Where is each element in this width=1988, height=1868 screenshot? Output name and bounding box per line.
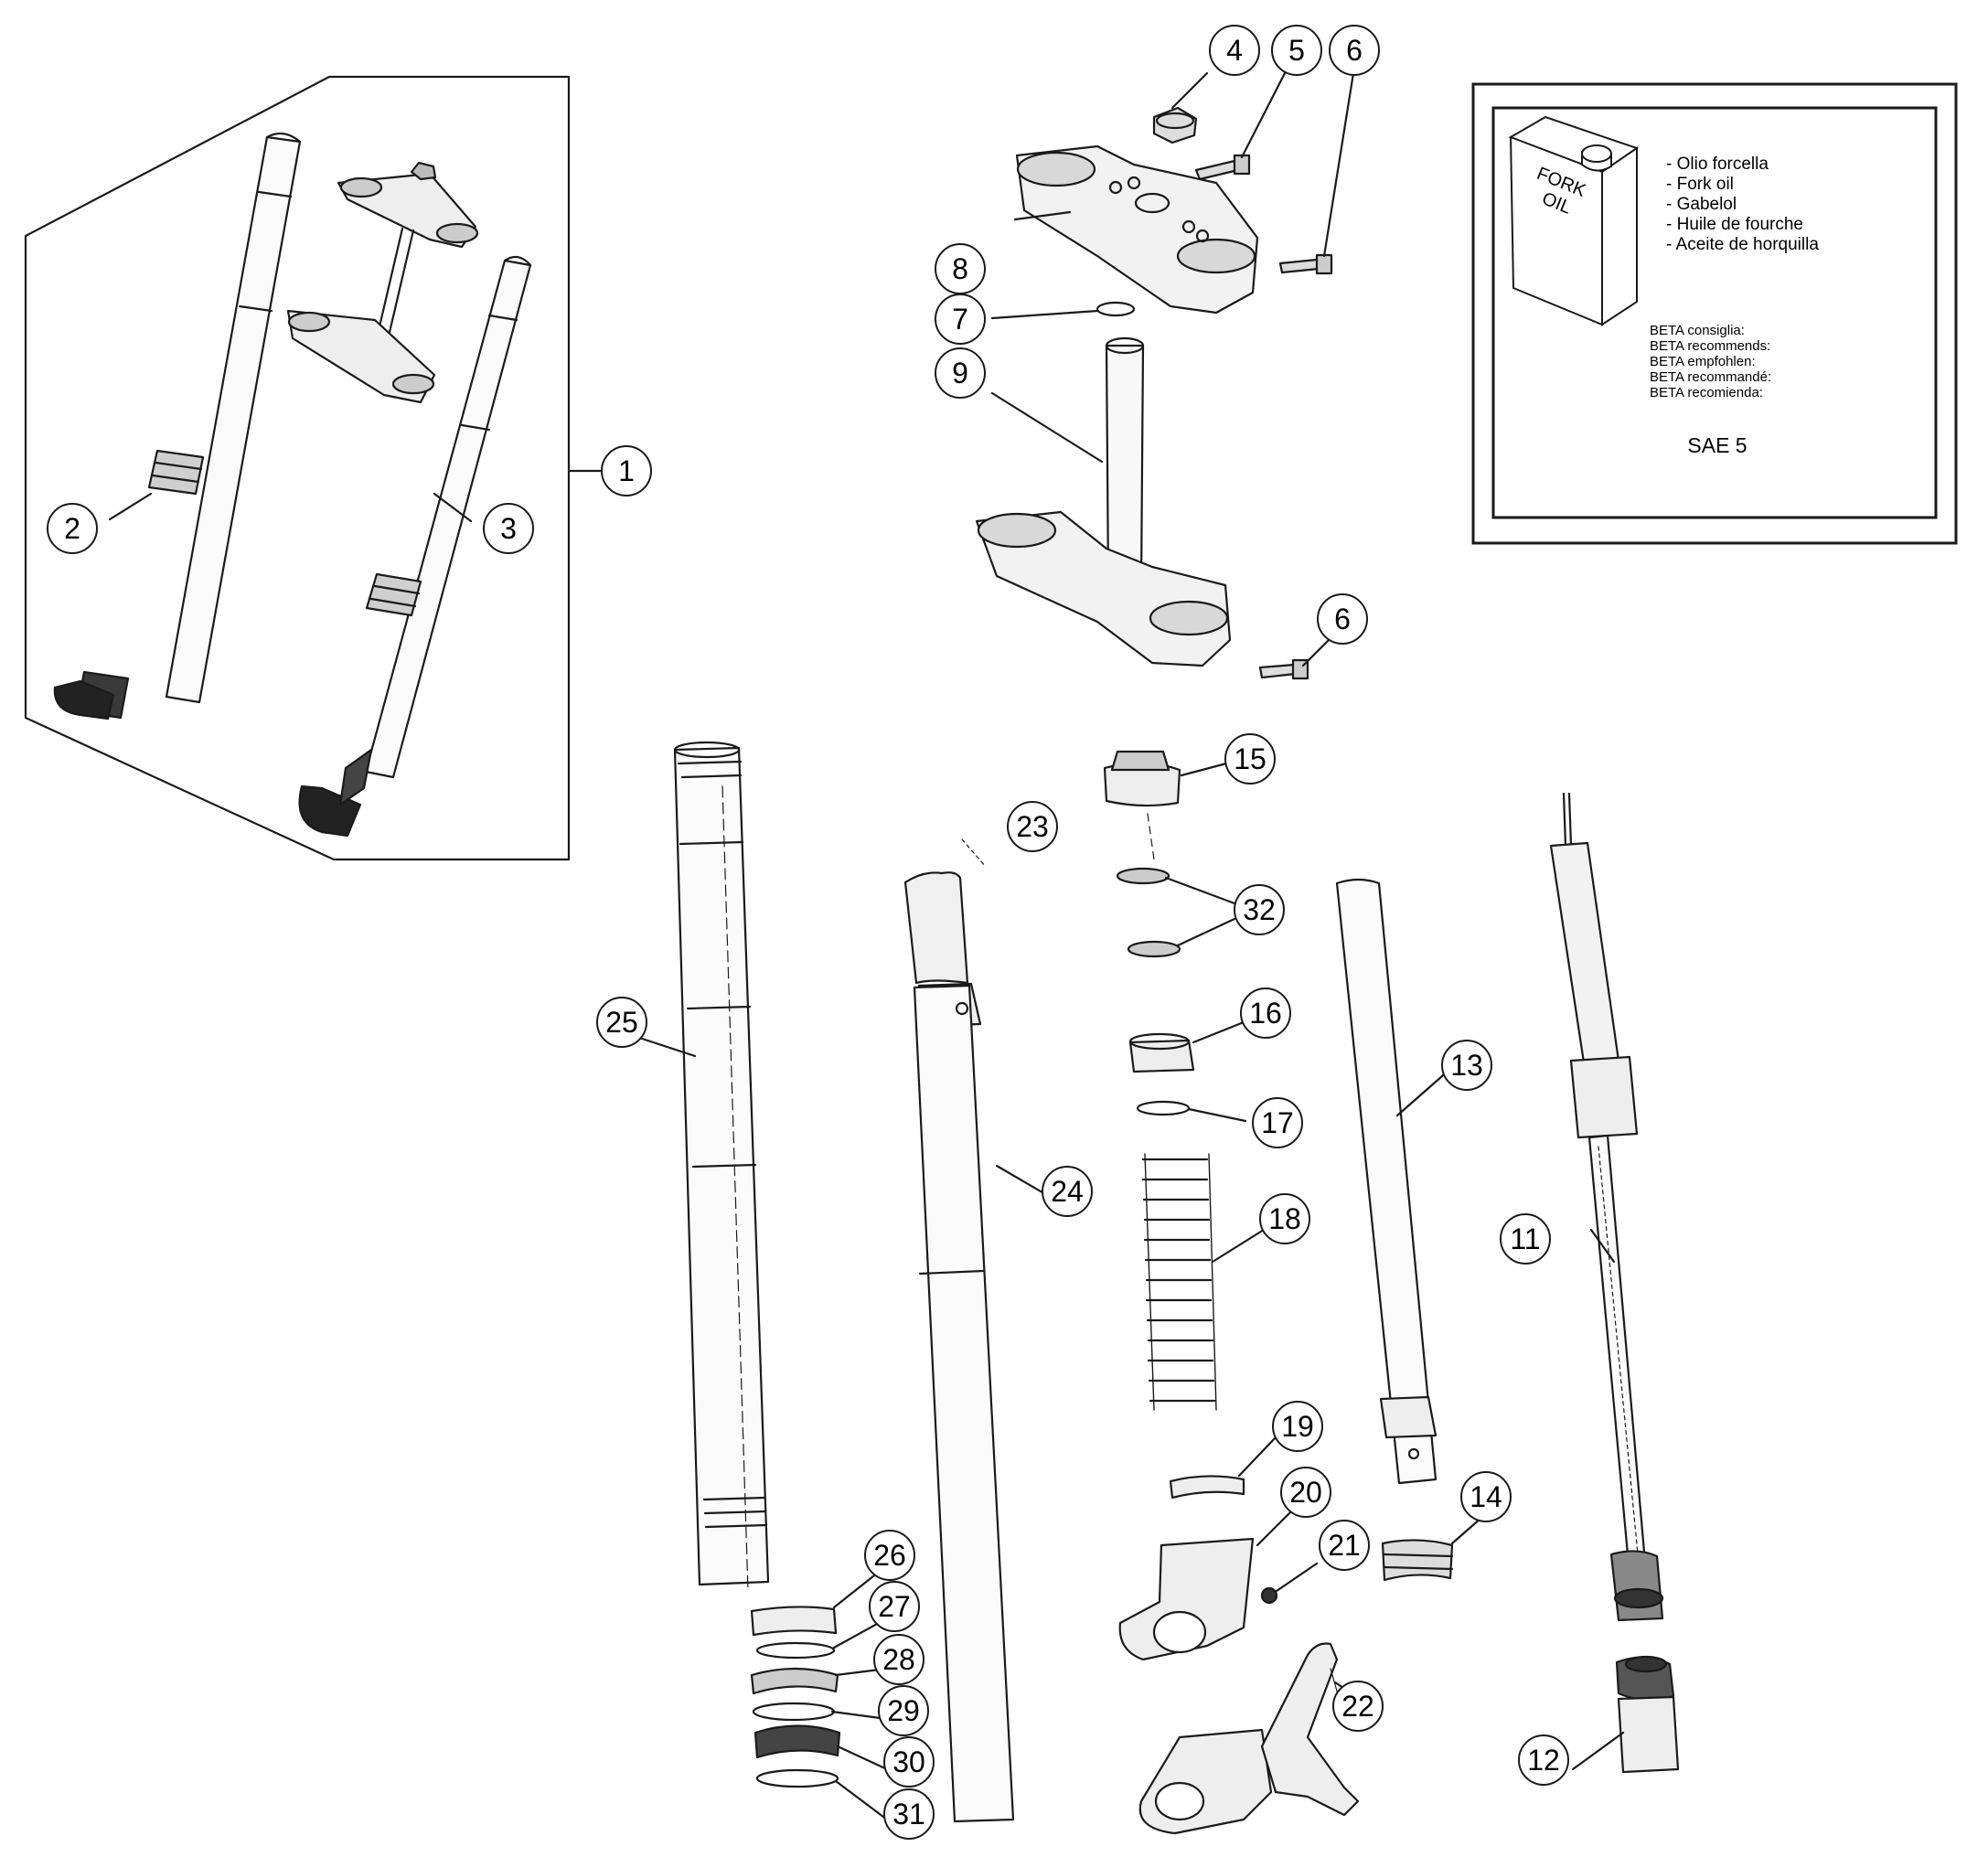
- upper-clamp-parts: [975, 71, 1355, 680]
- seal-stack: [750, 1564, 889, 1821]
- callout-31: 31: [892, 1798, 925, 1831]
- callout-32: 32: [1243, 893, 1276, 926]
- callout-18: 18: [1268, 1202, 1301, 1235]
- callout-4: 4: [1226, 34, 1243, 67]
- callout-21: 21: [1328, 1529, 1361, 1562]
- oil-can-icon: [1508, 115, 1640, 326]
- recommends-fr: BETA recommandé:: [1650, 369, 1771, 385]
- callout-13: 13: [1450, 1049, 1483, 1082]
- callout-8: 8: [952, 252, 968, 285]
- callout-24: 24: [1051, 1175, 1084, 1208]
- callout-27: 27: [878, 1590, 911, 1623]
- callout-30: 30: [892, 1745, 925, 1778]
- callout-28: 28: [882, 1643, 915, 1676]
- oil-grade: SAE 5: [1687, 433, 1747, 457]
- center-stack: [1103, 750, 1364, 1835]
- callout-25: 25: [605, 1006, 638, 1039]
- spring: [1141, 1153, 1217, 1411]
- oil-name-es: - Aceite de horquilla: [1666, 235, 1819, 254]
- oil-name-it: - Olio forcella: [1666, 155, 1769, 174]
- oil-name-fr: - Huile de fourche: [1666, 215, 1803, 234]
- callout-6-lower: 6: [1334, 603, 1351, 635]
- recommends-it: BETA consiglia:: [1650, 323, 1745, 338]
- inner-tube: [903, 838, 1053, 1823]
- callout-26: 26: [873, 1539, 906, 1572]
- fork-assembly-group: [24, 75, 610, 861]
- callout-23: 23: [1016, 810, 1049, 843]
- callout-2: 2: [64, 512, 80, 545]
- callout-20: 20: [1289, 1476, 1322, 1509]
- callout-7: 7: [952, 303, 968, 336]
- callout-3: 3: [500, 512, 517, 545]
- callout-6: 6: [1346, 34, 1363, 67]
- callout-14: 14: [1470, 1480, 1502, 1513]
- tube-13: [1335, 878, 1483, 1582]
- recommends-de: BETA empfohlen:: [1650, 354, 1756, 369]
- callout-22: 22: [1341, 1690, 1374, 1723]
- assembly-triple-clamp: [286, 161, 479, 404]
- outer-tube: [629, 741, 770, 1592]
- cartridge-11: [1549, 792, 1680, 1774]
- oil-name-en: - Fork oil: [1666, 175, 1734, 194]
- fork-oil-panel: FORK OIL - Olio forcella - Fork oil - Ga…: [1471, 82, 1958, 545]
- callout-15: 15: [1234, 742, 1267, 775]
- callout-1: 1: [618, 454, 635, 487]
- callout-12: 12: [1527, 1744, 1560, 1777]
- callout-29: 29: [887, 1694, 920, 1727]
- callout-19: 19: [1281, 1410, 1314, 1443]
- recommends-es: BETA recomienda:: [1650, 385, 1763, 400]
- left-fork-leg: [53, 132, 302, 721]
- callout-5: 5: [1288, 34, 1305, 67]
- right-fork-leg: [298, 255, 532, 838]
- callouts: [47, 25, 1569, 1840]
- recommends-en: BETA recommends:: [1650, 338, 1770, 354]
- oil-name-de: - Gabelol: [1666, 195, 1737, 214]
- callout-17: 17: [1261, 1106, 1294, 1139]
- callout-11: 11: [1510, 1222, 1540, 1255]
- callout-16: 16: [1249, 997, 1282, 1030]
- callout-9: 9: [952, 357, 968, 390]
